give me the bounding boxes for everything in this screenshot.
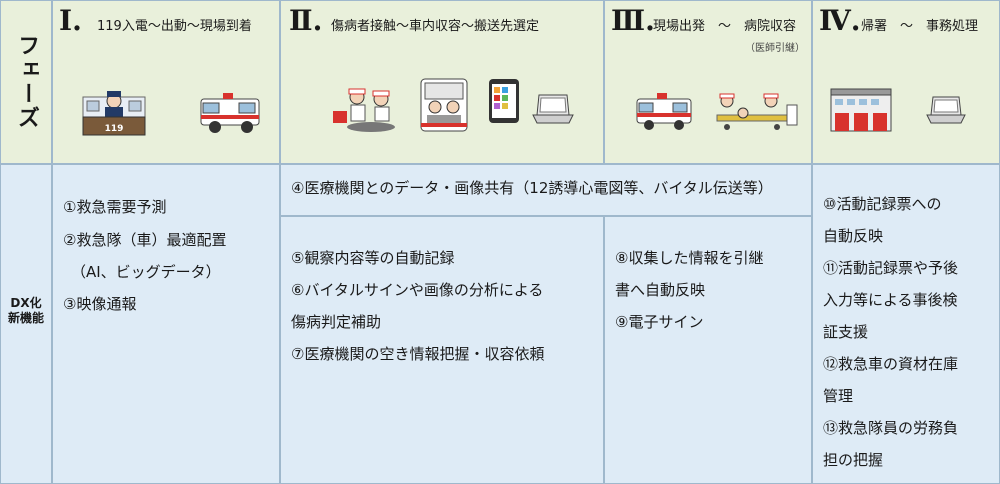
functions-col3-cell: ⑧収集した情報を引継 書へ自動反映 ⑨電子サイン (604, 216, 812, 484)
dx-label-line2: 新機能 (7, 311, 44, 325)
function-item: ⑤観察内容等の自動記録 (291, 249, 455, 267)
ambulance-interior-icon (420, 78, 468, 132)
dispatch-center-icon: 119 (82, 91, 146, 136)
function-item: 担の把握 (823, 451, 884, 469)
fire-station-icon (830, 88, 892, 132)
phase-2-cell: Ⅱ. 傷病者接触～車内収容～搬送先選定 (280, 0, 604, 164)
function-item: 証支援 (823, 323, 869, 341)
function-item: ⑧収集した情報を引継 (615, 249, 764, 267)
phase-3-subtitle: （医師引継） (745, 43, 805, 54)
ambulance-icon (200, 93, 260, 133)
phase-2-numeral: Ⅱ. (289, 4, 323, 37)
functions-shared-cell: ④医療機関とのデータ・画像共有（12誘導心電図等、バイタル伝送等） (280, 164, 812, 216)
phase-4-numeral: Ⅳ. (819, 4, 861, 37)
function-item: ⑥バイタルサインや画像の分析による (291, 281, 544, 299)
function-item: ⑪活動記録票や予後 (823, 259, 959, 277)
function-item: 傷病判定補助 (291, 313, 382, 331)
function-item: ⑫救急車の資材在庫 (823, 355, 959, 373)
phase-2-title: 傷病者接触～車内収容～搬送先選定 (331, 19, 540, 34)
functions-col2-cell: ⑤観察内容等の自動記録 ⑥バイタルサインや画像の分析による 傷病判定補助 ⑦医療… (280, 216, 604, 484)
function-item: ⑬救急隊員の労務負 (823, 419, 959, 437)
phase-3-cell: Ⅲ. 現場出発 ～ 病院収容 （医師引継） (604, 0, 812, 164)
function-item: ⑩活動記録票への (823, 195, 942, 213)
phase-4-cell: Ⅳ. 帰署 ～ 事務処理 (812, 0, 1000, 164)
functions-col1-cell: ①救急需要予測 ②救急隊（車）最適配置 （AI、ビッグデータ） ③映像通報 (52, 164, 280, 484)
function-item: ①救急需要予測 (63, 198, 167, 216)
dx-header-cell (0, 164, 52, 484)
patient-contact-icon (333, 88, 395, 132)
phase-3-numeral: Ⅲ. (611, 4, 655, 37)
office-laptop-icon (926, 96, 966, 124)
phase-header-cell (0, 0, 52, 164)
function-item-shared: ④医療機関とのデータ・画像共有（12誘導心電図等、バイタル伝送等） (291, 179, 773, 197)
smartphone-icon (489, 79, 519, 123)
function-item: （AI、ビッグデータ） (71, 263, 221, 281)
phase-1-cell: Ⅰ. 119入電～出動～現場到着 119 (52, 0, 280, 164)
phase-1-title: 119入電～出動～現場到着 (97, 19, 252, 34)
function-item: 入力等による事後検 (823, 291, 958, 309)
function-item: 管理 (823, 387, 854, 405)
function-item: ⑨電子サイン (615, 313, 704, 331)
phase-1-numeral: Ⅰ. (59, 4, 82, 37)
phase-4-title: 帰署 ～ 事務処理 (861, 19, 979, 34)
function-item: ③映像通報 (63, 295, 137, 313)
functions-col4-cell: ⑩活動記録票への 自動反映 ⑪活動記録票や予後 入力等による事後検 証支援 ⑫救… (812, 164, 1000, 484)
function-item: ②救急隊（車）最適配置 (63, 231, 227, 249)
dispatch-badge: 119 (105, 124, 124, 134)
phase-3-title: 現場出発 ～ 病院収容 (653, 19, 797, 34)
function-item: ⑦医療機関の空き情報把握・収容依頼 (291, 345, 545, 363)
dx-label: DX化 新機能 (0, 296, 52, 326)
departing-ambulance-icon (636, 93, 692, 130)
phase-label: フェーズ (14, 34, 39, 130)
function-item: 書へ自動反映 (615, 281, 706, 299)
function-item: 自動反映 (823, 227, 884, 245)
stretcher-transfer-icon (716, 93, 798, 130)
laptop-icon (532, 94, 574, 124)
dx-label-line1: DX化 (10, 296, 42, 310)
